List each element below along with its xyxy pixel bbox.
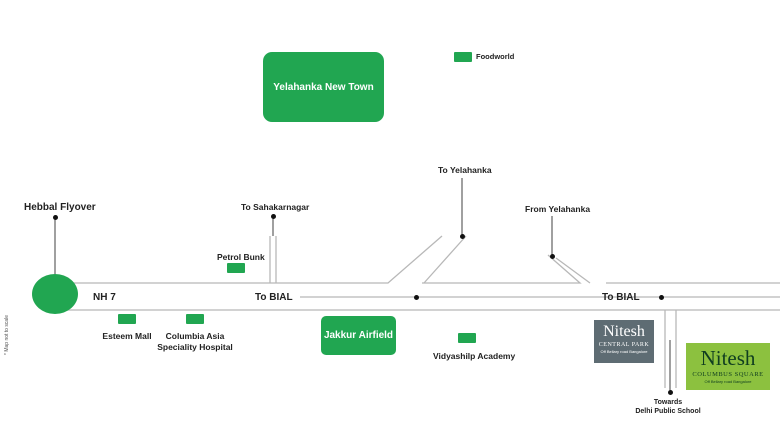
from-yelahanka-dot <box>549 254 555 259</box>
to-bial-label-1: To BIAL <box>255 292 293 303</box>
delhi-public-school-label: Delhi Public School <box>635 408 701 415</box>
esteem-mall-marker <box>118 314 136 324</box>
legend-foodworld-label: Foodworld <box>476 52 515 61</box>
map-scale-note: * Map not to scale <box>4 314 10 355</box>
towards-label: Towards <box>653 399 683 406</box>
to-yelahanka-label: To Yelahanka <box>438 165 492 175</box>
hebbal-flyover-marker <box>32 274 78 314</box>
to-bial-label-2: To BIAL <box>602 292 640 303</box>
nitesh-columbus-square-name: Nitesh <box>700 346 756 370</box>
nitesh-columbus-square-tag: Off Bellary road Bangalore <box>704 379 752 384</box>
yelahanka-dot <box>459 234 465 239</box>
nitesh-columbus-square-sub: COLUMBUS SQUARE <box>692 371 764 378</box>
yelahanka-new-town-label: Yelahanka New Town <box>273 81 374 93</box>
vidyashilp-label: Vidyashilp Academy <box>433 351 516 361</box>
jakkur-airfield-label: Jakkur Airfield <box>323 330 394 341</box>
nh7-label: NH 7 <box>93 292 116 303</box>
columbia-asia-label-line1: Columbia Asia <box>165 331 225 341</box>
yelahanka-ramp <box>423 235 591 284</box>
nitesh-central-park-name: Nitesh <box>603 323 645 340</box>
hebbal-flyover-label: Hebbal Flyover <box>24 202 96 213</box>
from-yelahanka-label: From Yelahanka <box>525 204 591 214</box>
nitesh-central-park-tag: Off Bellary road Bangalore <box>600 349 648 354</box>
hebbal-dot <box>52 215 58 220</box>
esteem-mall-label: Esteem Mall <box>102 331 152 341</box>
dps-road <box>664 310 677 388</box>
petrol-bunk-label: Petrol Bunk <box>217 252 265 262</box>
to-sahakarnagar-label: To Sahakarnagar <box>241 202 310 212</box>
bial-dot-1 <box>413 294 419 300</box>
dps-dot <box>667 390 673 395</box>
nh7-road-top-edge <box>55 235 780 284</box>
vidyashilp-marker <box>458 333 476 343</box>
legend-foodworld-swatch <box>454 52 472 62</box>
columbia-asia-label-line2: Speciality Hospital <box>157 342 233 352</box>
sahakarnagar-dot <box>270 214 276 219</box>
nitesh-columbus-square-logo: Nitesh COLUMBUS SQUARE Off Bellary road … <box>686 343 770 390</box>
bial-dot-2 <box>658 294 664 300</box>
nitesh-central-park-logo: Nitesh CENTRAL PARK Off Bellary road Ban… <box>594 320 654 363</box>
yelahanka-new-town-area: Yelahanka New Town <box>263 52 384 122</box>
sahakarnagar-road <box>269 236 277 283</box>
petrol-bunk-marker <box>227 263 245 273</box>
nh7-road-bottom-edge <box>55 296 780 311</box>
nitesh-central-park-sub: CENTRAL PARK <box>598 342 650 348</box>
columbia-asia-marker <box>186 314 204 324</box>
jakkur-airfield-area: Jakkur Airfield <box>321 316 396 355</box>
